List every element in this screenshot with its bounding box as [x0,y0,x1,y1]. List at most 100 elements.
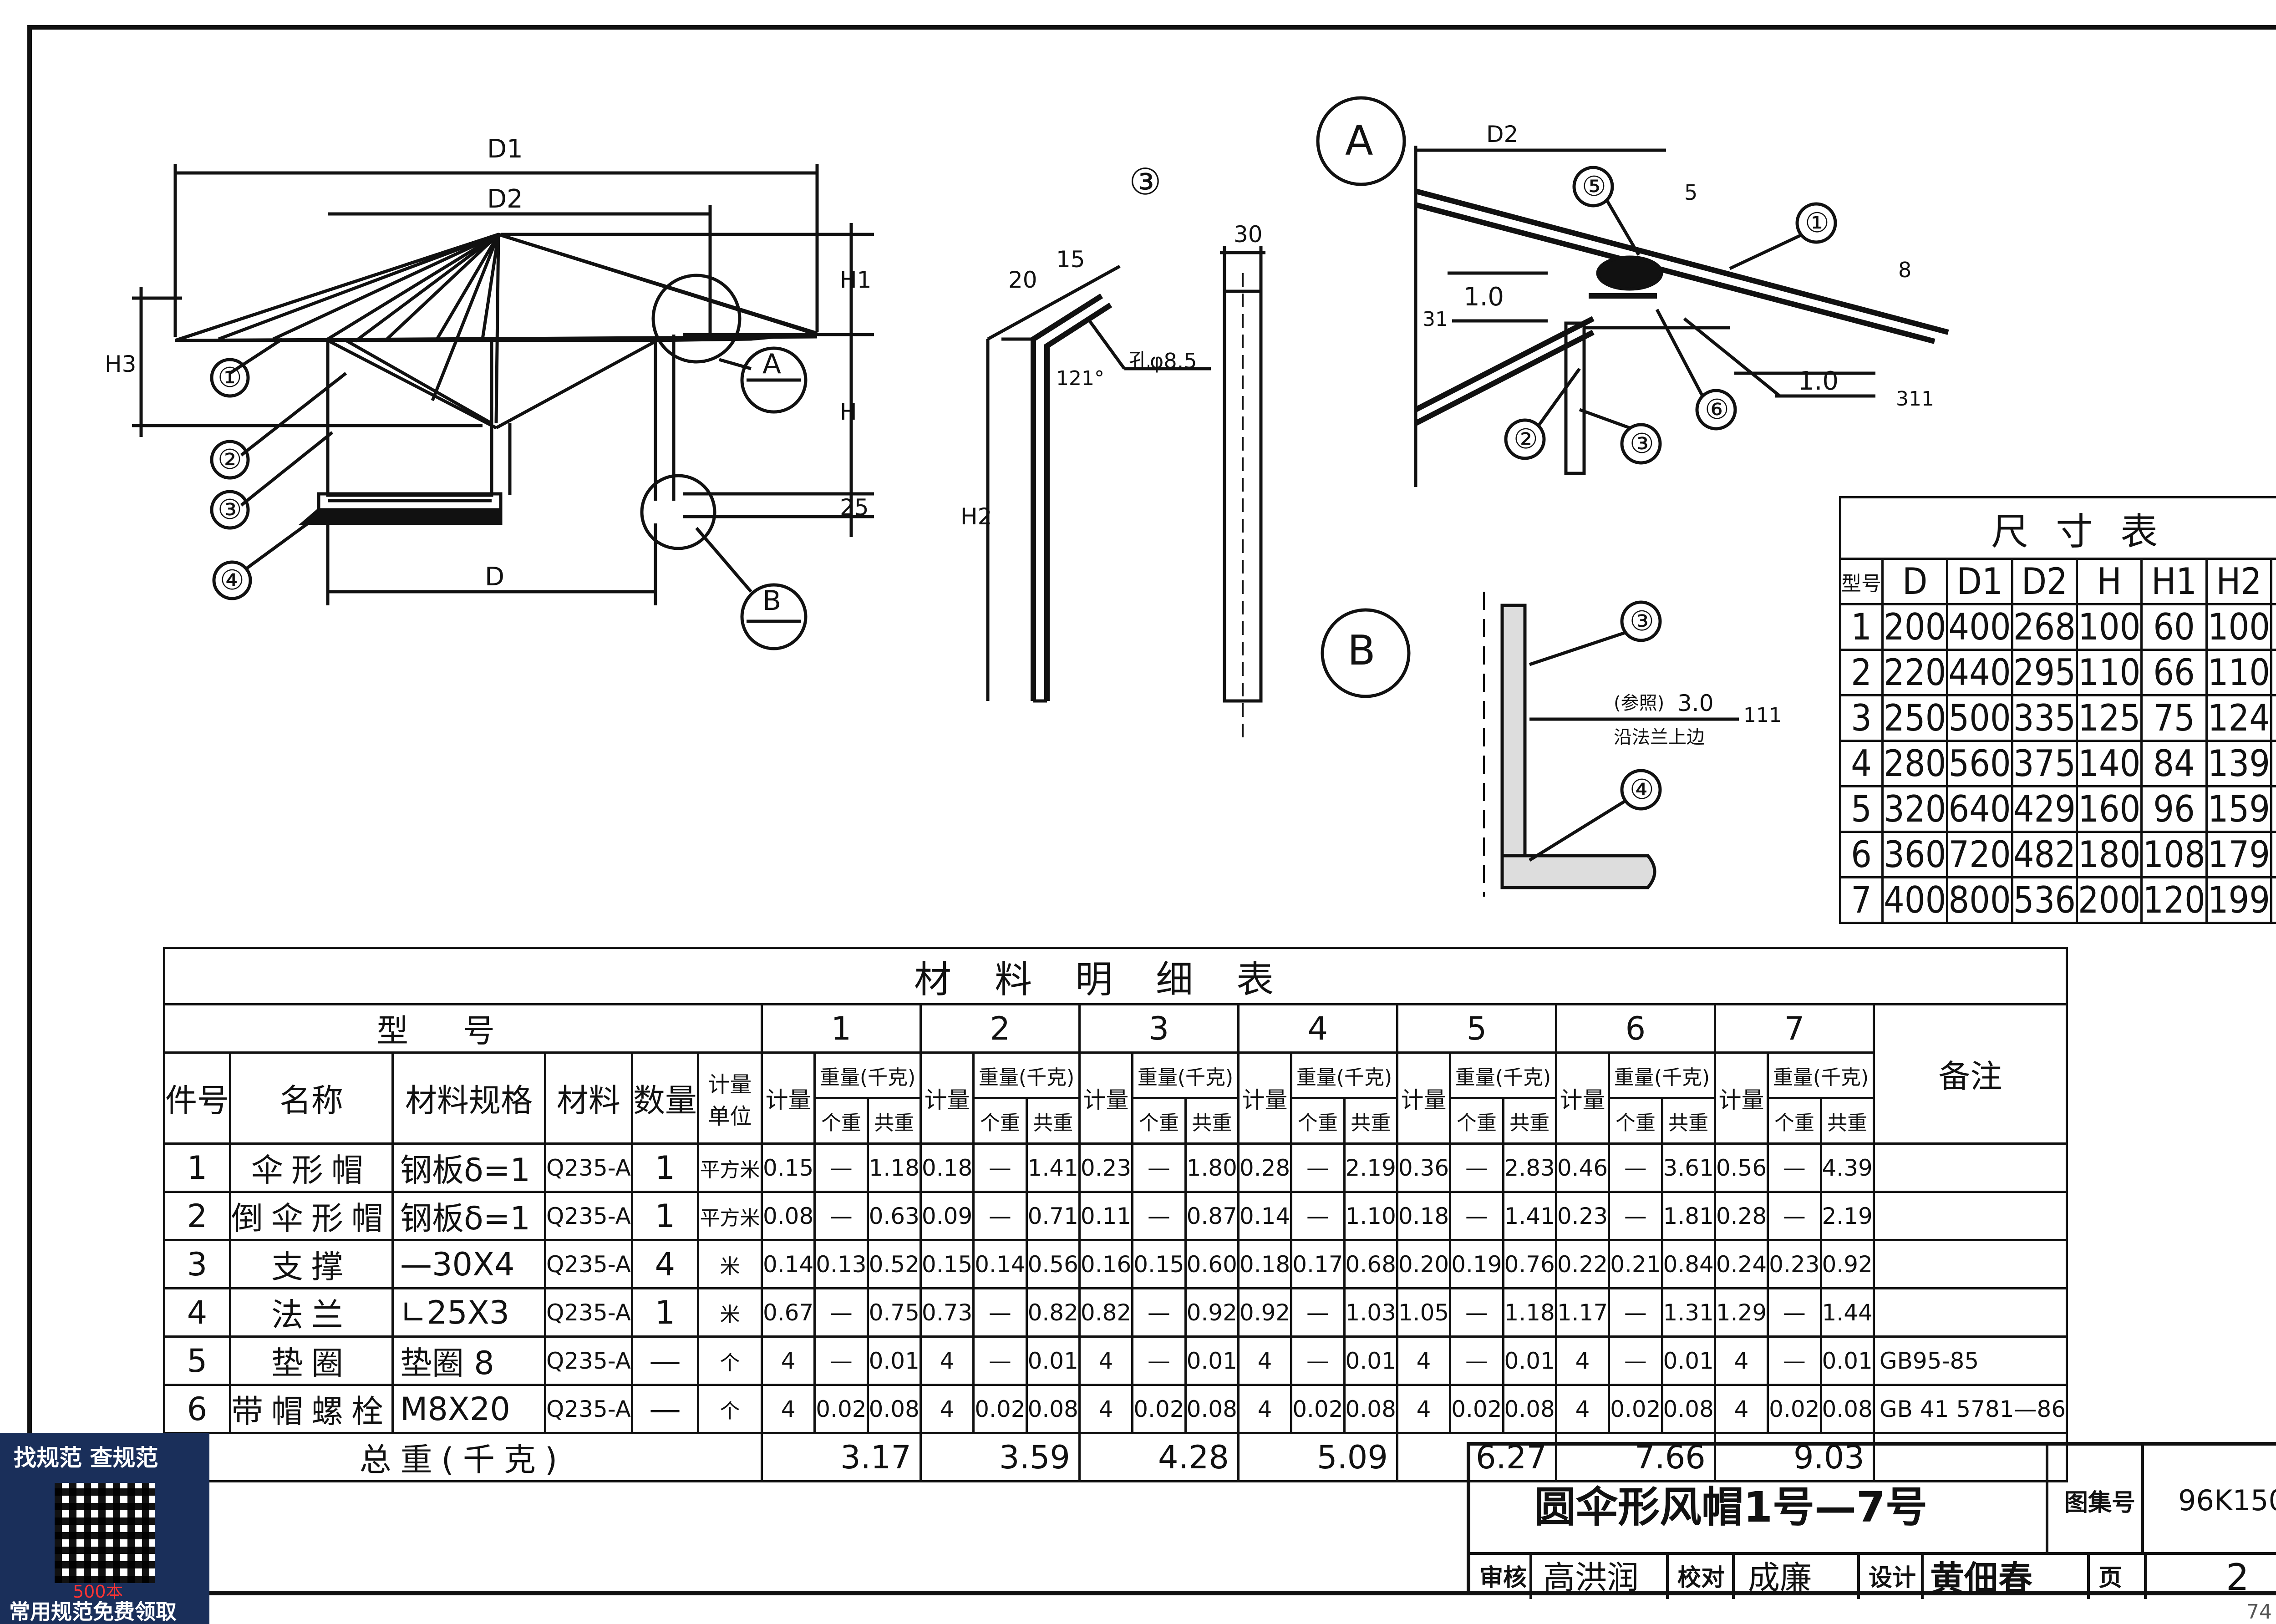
measure-header: 计量 [919,1051,975,1145]
weight-value: 0.18 [1396,1191,1452,1241]
weight-value: 0.67 [760,1287,816,1338]
part-spec: ∟25X3 [391,1287,546,1338]
weight-value: 1.41 [1025,1142,1081,1193]
part3-angle: 121° [1056,367,1104,390]
weight-value: — [813,1287,869,1338]
part-unit: 平方米 [696,1191,763,1241]
review-label: 审核 [1479,1564,1527,1592]
weight-value: 1.18 [866,1142,922,1193]
dimension-cell: 6 [1839,831,1884,878]
weight-value: — [813,1142,869,1193]
weight-value: 1.80 [1184,1142,1240,1193]
part3-hole: 孔φ8.5 [1129,349,1197,373]
weight-value: 4 [1713,1335,1769,1386]
weight-value: 2.83 [1502,1142,1557,1193]
dimension-cell: 2 [1839,649,1884,696]
design-label: 设计 [1869,1564,1916,1592]
each-weight-header: 个重 [1608,1097,1663,1145]
weight-value: 1.44 [1819,1287,1875,1338]
weight-value: — [1767,1142,1822,1193]
weight-value: 1.03 [1343,1287,1398,1338]
weight-value: 0.82 [1025,1287,1081,1338]
corner-mark: 74 [2246,1600,2272,1624]
weight-value: 0.02 [1449,1384,1504,1434]
total-remark [1872,1432,2068,1482]
dimension-cell: 66 [2140,649,2208,696]
weight-value: 0.13 [813,1239,869,1289]
dimension-cell: 440 [1946,649,2013,696]
part-material: Q235-A [544,1335,633,1386]
part-remark [1872,1191,2068,1241]
total-weight-header: 共重 [1343,1097,1398,1145]
weight-value: 4 [1555,1335,1610,1386]
dimension-cell: 160 [2076,785,2143,833]
weight-value: 0.17 [1290,1239,1346,1289]
weight-value: — [1131,1287,1187,1338]
weight-value: — [1449,1191,1504,1241]
weight-value: 4 [919,1384,975,1434]
detail-a-weld1-ref: 31 [1422,308,1448,331]
weight-value: 0.75 [866,1287,922,1338]
each-weight-header: 个重 [1449,1097,1504,1145]
weight-value: 4 [1078,1384,1134,1434]
part3-dim-h2: H2 [960,503,992,530]
dim-h3: H3 [105,351,137,377]
weight-value: 4 [1237,1384,1293,1434]
weight-value: 0.01 [1184,1335,1240,1386]
weight-value: — [1608,1335,1663,1386]
part3-dim-30: 30 [1234,221,1263,248]
remarks-header: 备注 [1872,1003,2068,1145]
weight-value: 0.21 [1608,1239,1663,1289]
dimension-cell: 280 [1881,740,1949,787]
promo-count: 500本 [73,1582,123,1602]
part-unit: 米 [696,1287,763,1338]
weight-value: 0.02 [1131,1384,1187,1434]
weight-value: — [1290,1287,1346,1338]
weight-value: 4 [1396,1384,1452,1434]
material-table-title: 材料明细表 [163,947,2068,1005]
checker-signature: 成廉 [1748,1559,1812,1596]
part-qty: 1 [630,1287,699,1338]
weight-value: 0.01 [1343,1335,1398,1386]
dimension-cell: 640 [1946,785,2013,833]
each-weight-header: 个重 [1131,1097,1187,1145]
weight-value: 0.23 [1555,1191,1610,1241]
weight-value: — [1767,1287,1822,1338]
total-weight-header: 共重 [1025,1097,1081,1145]
each-weight-header: 个重 [1290,1097,1346,1145]
weight-value: — [813,1191,869,1241]
part-no: 4 [163,1287,231,1338]
dimension-row: 428056037514084139112 [1839,740,2276,787]
dimension-cell: 320 [1881,785,1949,833]
dimension-cell: 720 [1946,831,2013,878]
dimension-row: 12004002681006010080 [1839,603,2276,651]
weight-value: 4 [1396,1335,1452,1386]
weight-value: 0.92 [1184,1287,1240,1338]
part-name: 倒伞形帽 [229,1191,394,1241]
weight-value: — [1131,1335,1187,1386]
detail-b-note-ref: (参照) [1614,693,1665,714]
dimension-cell: 199 [2205,876,2273,924]
weight-value: 2.19 [1819,1191,1875,1241]
dimension-cell: 482 [2011,831,2078,878]
weight-value: 1.18 [1502,1287,1557,1338]
measure-header: 计量 [760,1051,816,1145]
dimension-cell: 335 [2011,694,2078,742]
dimension-cell: 500 [1946,694,2013,742]
callout-2: ② [218,444,242,476]
weight-value: 0.09 [919,1191,975,1241]
weight-value: 0.08 [1343,1384,1398,1434]
dimension-cell: 159 [2205,785,2273,833]
weight-value: 0.08 [1184,1384,1240,1434]
dimension-row: 6360720482180108179144 [1839,831,2276,878]
dimension-cell: 1 [1839,603,1884,651]
weight-value: 0.02 [1290,1384,1346,1434]
part-name: 支撑 [229,1239,394,1289]
measure-header: 计量 [1555,1051,1610,1145]
weight-value: — [972,1287,1028,1338]
promo-qr-box[interactable]: 找规范 查规范 500本 常用规范免费领取 [0,1433,209,1624]
weight-value: — [1131,1191,1187,1241]
weight-header: 重量(千克) [1290,1051,1398,1099]
